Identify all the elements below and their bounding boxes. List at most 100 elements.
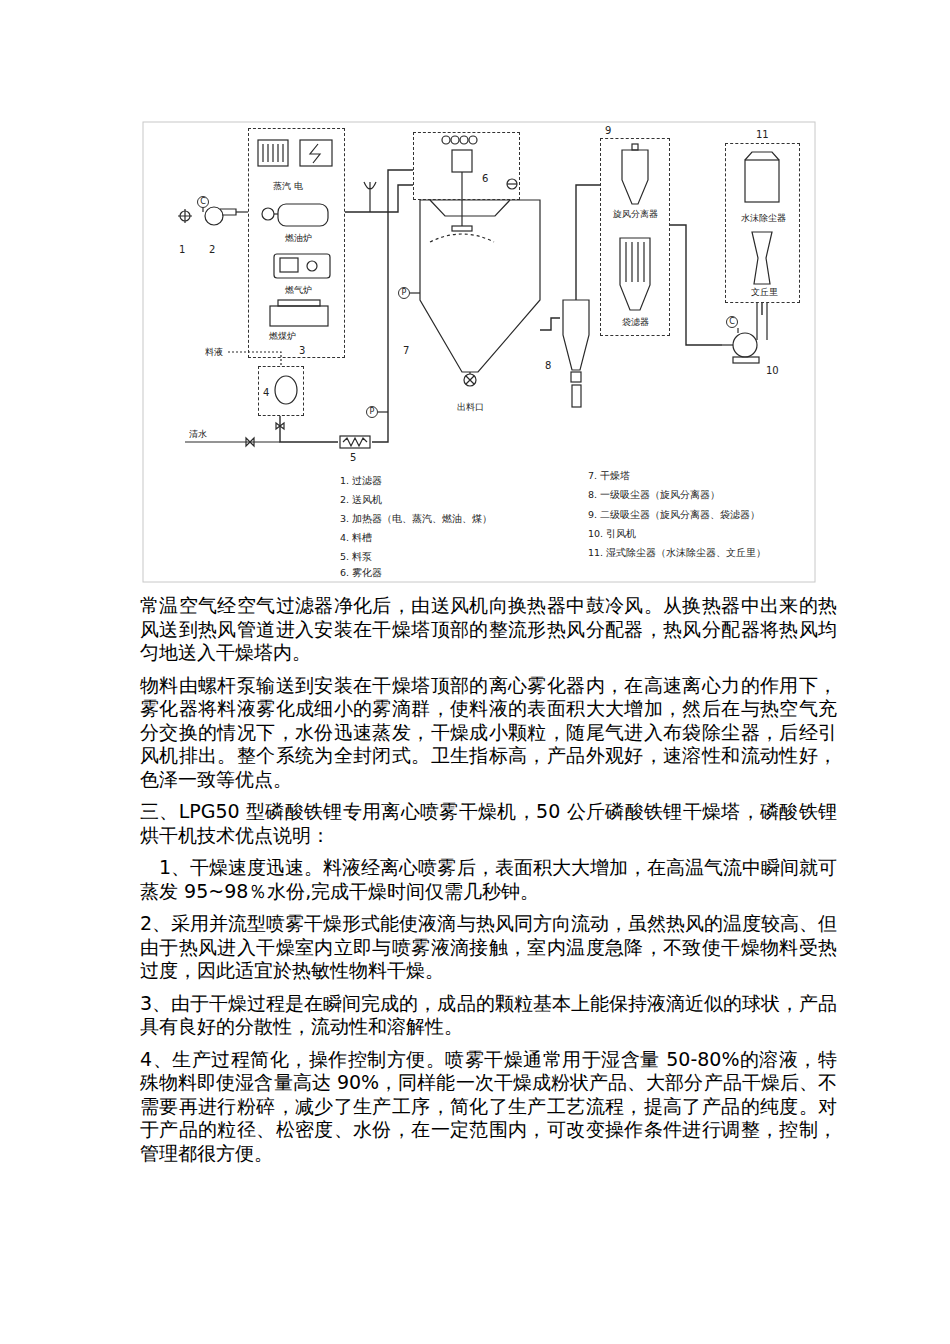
drawing-stroke [278,204,328,226]
drawing-stroke [461,172,462,226]
drawing-stroke [464,374,476,386]
body-text: 常温空气经空气过滤器净化后，由送风机向换热器中鼓冷风。从换热器中出来的热风送到热… [140,594,837,1174]
equipment-label: 燃煤炉 [269,331,296,342]
scrubber-group: 11水沫除尘器文丘里 [725,143,800,303]
callout-number: 7 [403,345,409,357]
drawing-stroke [626,242,644,282]
drawing-stroke [632,144,638,150]
heater-group: 3 蒸汽 电燃油炉燃气炉燃煤炉 [248,128,345,358]
drawing-stroke [452,150,472,172]
legend-item: 2. 送风机 [340,494,382,507]
drawing-stroke [620,238,650,310]
drawing-stroke [469,136,477,144]
instrument-symbol: P [398,287,410,299]
drawing-stroke [466,376,474,384]
drawing-stroke [745,152,779,160]
stream-label: 料液 [205,346,223,358]
drawing-stroke [757,303,767,340]
drawing-stroke [452,226,472,231]
paragraph: 常温空气经空气过滤器净化后，由送风机向换热器中鼓冷风。从换热器中出来的热风送到热… [140,594,837,665]
callout-number: 3 [299,345,305,357]
feed-pump: 5 [338,432,372,466]
callout-number: 11 [756,129,769,141]
drawing-stroke [572,385,581,407]
drawing-stroke [451,136,459,144]
drawing-stroke [300,140,332,166]
equipment-label: 袋滤器 [622,317,649,328]
drawing-stroke [507,183,517,184]
equipment-item: 旋风分离器 [606,147,666,223]
legend-item: 4. 料槽 [340,532,372,545]
cyclone-separator: 8 [560,300,592,410]
drawing-stroke [378,411,388,412]
legend-item: 5. 料泵 [340,551,372,564]
drawing-stroke [420,200,540,372]
heater-item: 燃气炉 [255,251,339,299]
drawing-stroke [275,376,297,404]
drawing-stroke [307,261,317,271]
callout-number: 9 [605,125,611,137]
legend-item: 8. 一级吸尘器（旋风分离器） [588,489,720,502]
drawing-stroke [270,306,328,326]
pipe-connector [576,185,600,300]
drawing-stroke [410,292,420,293]
drawing-stroke [263,144,283,162]
stream-label: 清水 [189,428,207,440]
drawing-stroke [737,328,738,333]
instrument-symbol: P [366,406,378,418]
drawing-stroke [143,122,815,582]
drying-tower: 7出料口 [420,200,540,415]
drawing-stroke [430,234,494,242]
callout-number: 5 [350,452,356,464]
drawing-stroke [220,209,236,215]
feed-tank: 4 [258,366,304,416]
heater-item: 燃油炉 [255,199,339,249]
drawing-stroke [430,200,510,216]
drawing-stroke [185,441,280,442]
drawing-stroke [274,213,278,214]
equipment-item: 水沫除尘器 [731,149,797,225]
drawing-stroke [236,211,248,212]
equipment-label: 水沫除尘器 [741,213,786,224]
atomizer-group: 6 [413,132,520,200]
paragraph: 三、LPG50 型磷酸铁锂专用离心喷雾干燥机，50 公斤磷酸铁锂干燥塔，磷酸铁锂… [140,800,837,847]
equipment-label: 旋风分离器 [613,209,658,220]
drawing-stroke [258,140,288,166]
drawing-stroke [571,372,581,382]
drawing-stroke [340,436,370,448]
drawing-stroke [205,207,223,225]
legend-item: 3. 加热器（电、蒸汽、燃油、煤） [340,513,492,526]
drawing-stroke [246,438,254,446]
drawing-stroke [622,150,648,204]
pipe-connector [540,318,560,330]
legend-item: 11. 湿式除尘器（水沫除尘器、文丘里） [588,547,766,560]
drawing-stroke [278,300,320,306]
legend-item: 10. 引风机 [588,528,636,541]
drawing-stroke [178,209,192,223]
pipe-connector [345,185,413,212]
paragraph: 4、生产过程简化，操作控制方便。喷雾干燥通常用于湿含量 50-80%的溶液，特殊… [140,1048,837,1166]
callout-number: 1 [179,243,185,256]
drawing-stroke [733,357,759,363]
legend-item: 7. 干燥塔 [588,470,630,483]
legend-item: 9. 二级吸尘器（旋风分离器、袋滤器） [588,509,760,522]
drawing-stroke [180,211,190,221]
pipe-connector [280,416,338,442]
drawing-stroke [733,333,757,357]
callout-number: 4 [263,387,269,399]
legend-item: 1. 过滤器 [340,475,382,488]
equipment-label: 燃气炉 [285,285,312,296]
equipment-label: 出料口 [457,402,484,413]
drawing-stroke [280,258,298,272]
instrument-symbol: C [197,196,209,208]
callout-number: 6 [482,173,488,185]
callout-number: 2 [209,243,215,256]
drawing-stroke [274,254,330,278]
heater-item: 蒸汽 电 [253,137,341,197]
legend-item: 6. 雾化器 [340,567,382,580]
equipment-label: 蒸汽 电 [273,181,303,192]
drawing-stroke [262,208,274,220]
paragraph: 3、由于干燥过程是在瞬间完成的，成品的颗粒基本上能保持液滴近似的球状，产品具有良… [140,992,837,1039]
pipe-connector [761,303,762,315]
